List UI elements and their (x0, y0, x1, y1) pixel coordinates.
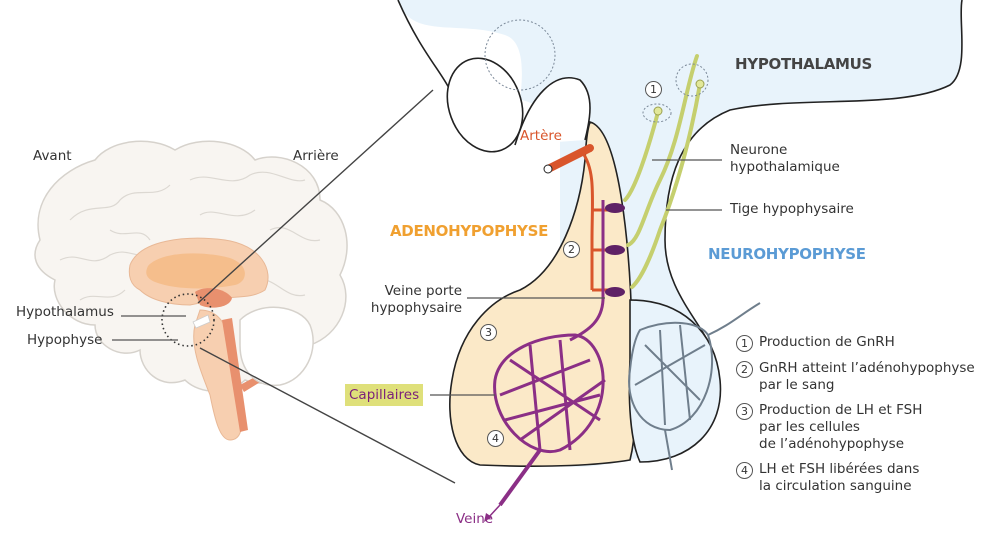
legend-number: 1 (736, 335, 753, 352)
portal-vein (569, 200, 605, 342)
brain-illustration (34, 140, 348, 441)
label-portal-vein-line1: Veine porte (384, 283, 462, 299)
neuro-capillaries (628, 302, 761, 471)
legend-item: 3 Production de LH et FSH par les cellul… (736, 402, 1000, 453)
label-back: Arrière (293, 148, 339, 164)
artery (543, 144, 608, 292)
legend-number: 4 (736, 462, 753, 479)
neuron-terminals (605, 203, 625, 297)
label-hypothalamus-small: Hypothalamus (16, 304, 114, 320)
legend-text: LH et FSH libérées dans la circulation s… (759, 461, 920, 494)
legend-text: Production de GnRH (759, 334, 895, 350)
label-artery: Artère (520, 128, 562, 144)
label-neuron-line2: hypothalamique (730, 159, 840, 175)
label-adenohypophysis: ADENOHYPOPHYSE (390, 222, 549, 240)
thalamus (195, 288, 232, 308)
label-pituitary-small: Hypophyse (27, 332, 103, 348)
legend-item: 2 GnRH atteint l’adénohypophyse par le s… (736, 360, 1000, 394)
legend-number: 3 (736, 403, 753, 420)
neurohypophysis (628, 299, 722, 463)
marker-3: 3 (480, 324, 497, 341)
legend: 1 Production de GnRH 2 GnRH atteint l’ad… (736, 334, 1000, 503)
marker-1: 1 (645, 81, 662, 98)
label-neurohypophysis: NEUROHYPOPHYSE (708, 245, 866, 263)
label-hypothalamus: HYPOTHALAMUS (735, 55, 873, 73)
cerebellum (239, 306, 314, 386)
legend-item: 4 LH et FSH libérées dans la circulation… (736, 461, 1000, 495)
label-neuron-line1: Neurone (730, 142, 788, 158)
label-portal-vein: Veine porte hypophysaire (364, 283, 462, 317)
hypothalamic-neurons (623, 54, 702, 289)
label-stalk: Tige hypophysaire (730, 201, 854, 217)
legend-item: 1 Production de GnRH (736, 334, 1000, 352)
zoom-circle (161, 293, 215, 347)
optic-chiasm (446, 57, 524, 153)
marker-2: 2 (563, 241, 580, 258)
label-front: Avant (33, 148, 72, 164)
legend-text: GnRH atteint l’adénohypophyse par le san… (759, 360, 975, 393)
legend-number: 2 (736, 361, 753, 378)
label-vein: Veine (456, 511, 494, 527)
label-portal-vein-line2: hypophysaire (370, 300, 462, 316)
capillary-network (493, 333, 606, 507)
legend-text: Production de LH et FSH par les cellules… (759, 402, 923, 452)
label-capillaries: Capillaires (345, 384, 424, 406)
label-neuron: Neurone hypothalamique (730, 142, 840, 176)
marker-4: 4 (487, 430, 504, 447)
